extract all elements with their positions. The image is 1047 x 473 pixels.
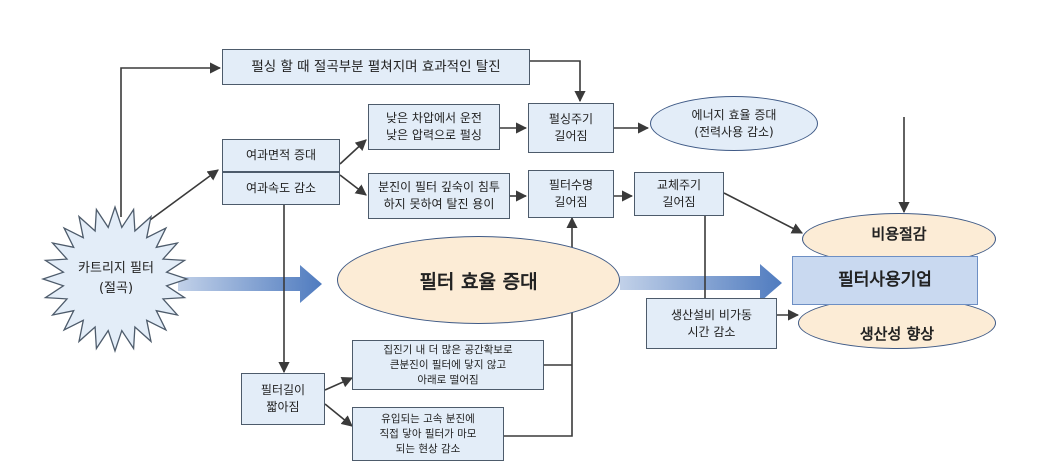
filter-short-box: 필터길이 짧아짐 <box>241 373 325 425</box>
area-increase-box: 여과면적 증대 <box>222 139 340 172</box>
productivity-label: 생산성 향상 <box>859 324 935 343</box>
space-box: 집진기 내 더 많은 공간확보로 큰분진이 필터에 닿지 않고 아래로 떨어짐 <box>352 340 544 390</box>
low-pressure-box: 낮은 차압에서 운전 낮은 압력으로 펄싱 <box>368 104 500 150</box>
no-penetration-box: 분진이 필터 깊숙이 침투 하지 못하여 탈진 용이 <box>368 173 510 219</box>
big-arrow-left <box>178 265 322 303</box>
company-box: 필터사용기업 <box>792 256 978 305</box>
downtime-box: 생산설비 비가동 시간 감소 <box>646 298 777 349</box>
big-arrow-right <box>620 264 782 302</box>
energy-ellipse: 에너지 효율 증대 (전력사용 감소) <box>650 96 818 151</box>
pulse-cycle-box: 펄싱주기 길어짐 <box>528 103 614 153</box>
pulse-unfold-box: 펄싱 할 때 절곡부분 펼쳐지며 효과적인 탈진 <box>222 49 530 85</box>
cost-saving-label: 비용절감 <box>871 224 927 243</box>
cartridge-star <box>40 204 190 354</box>
efficiency-ellipse: 필터 효율 증대 <box>337 236 620 324</box>
filter-life-box: 필터수명 길어짐 <box>528 170 614 218</box>
replace-cycle-box: 교체주기 길어짐 <box>634 172 724 216</box>
speed-decrease-box: 여과속도 감소 <box>222 172 340 205</box>
wear-box: 유입되는 고속 분진에 직접 닿아 필터가 마모 되는 현상 감소 <box>352 407 504 461</box>
cartridge-label: 카트리지 필터 (절곡) <box>78 261 154 296</box>
